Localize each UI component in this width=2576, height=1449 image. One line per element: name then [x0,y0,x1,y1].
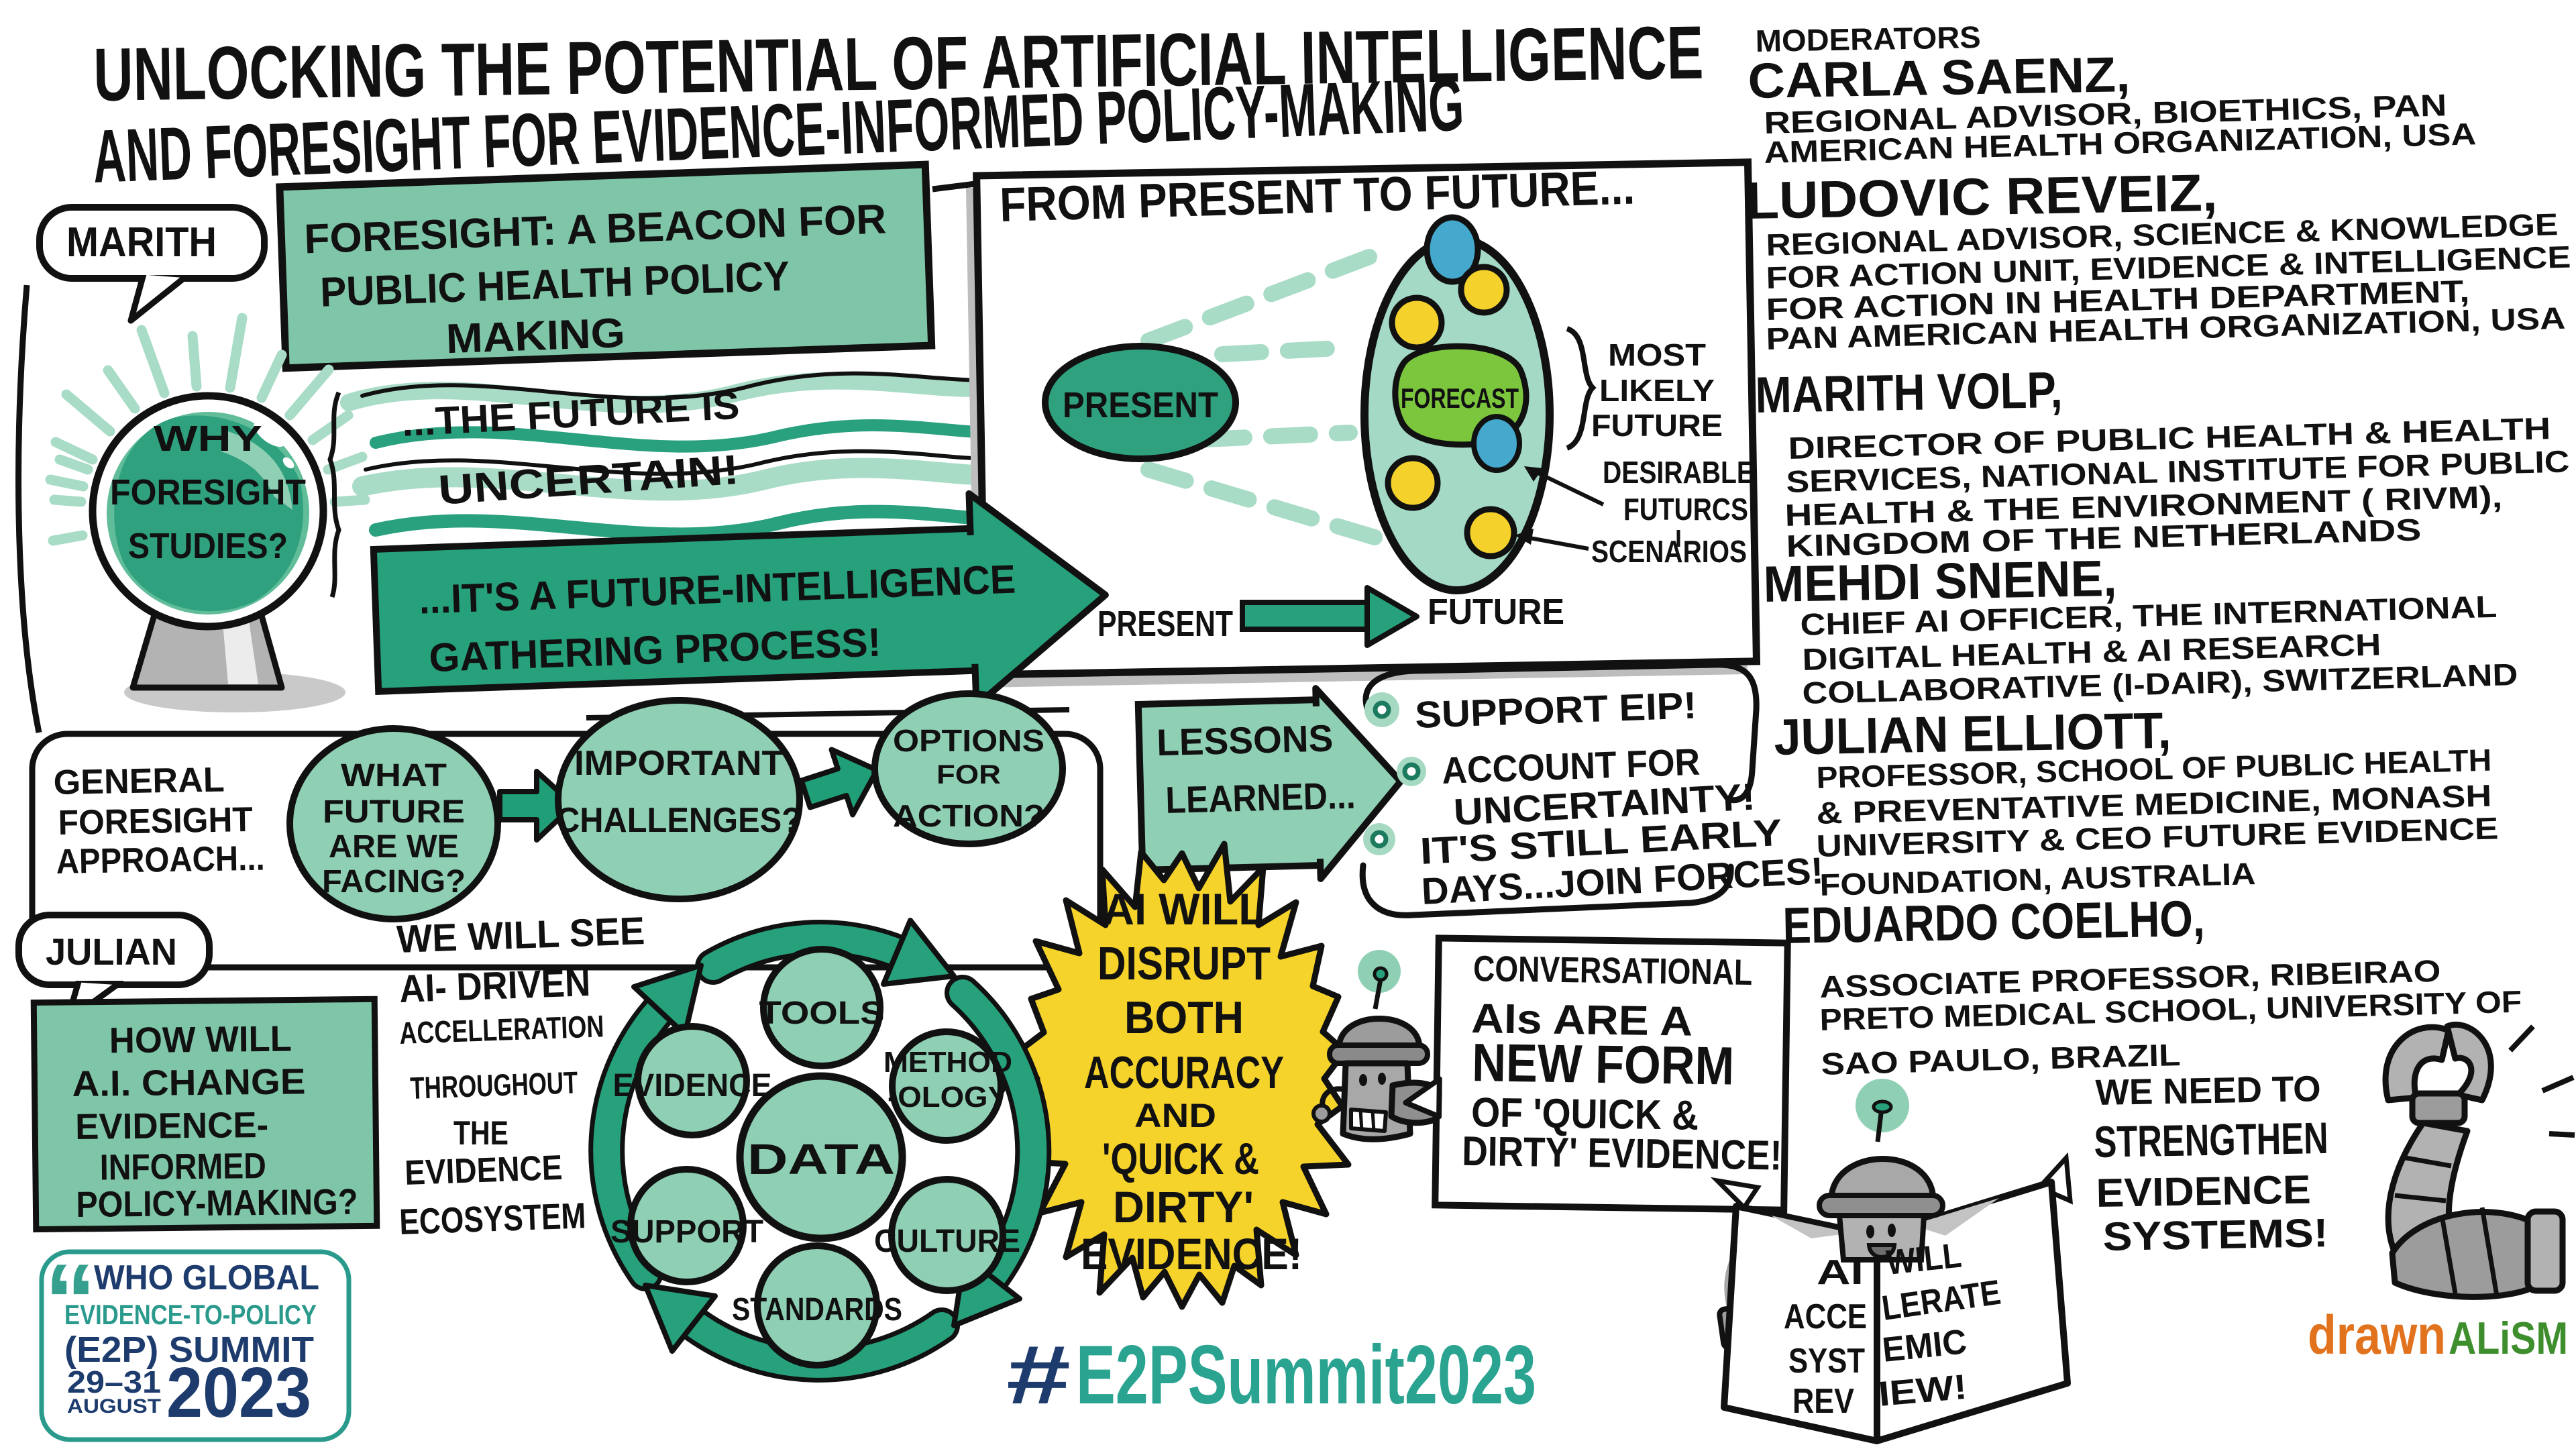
svg-text:MAKING: MAKING [445,310,626,362]
svg-text:ACCELLERATION: ACCELLERATION [399,1008,605,1051]
svg-text:ECOSYSTEM: ECOSYSTEM [398,1195,586,1242]
svg-text:SUPPORT: SUPPORT [610,1214,763,1250]
svg-text:FUTURCS: FUTURCS [1623,492,1748,527]
svg-text:DIRTY' EVIDENCE!: DIRTY' EVIDENCE! [1462,1128,1782,1179]
svg-text:EDUARDO COELHO,: EDUARDO COELHO, [1782,890,2205,955]
svg-text:AIs ARE A: AIs ARE A [1471,996,1693,1045]
svg-text:NEW FORM: NEW FORM [1472,1032,1735,1095]
svg-text:DESIRABLE: DESIRABLE [1603,455,1754,490]
svg-text:-OLOGY: -OLOGY [888,1081,1008,1114]
svg-text:GENERAL: GENERAL [53,761,225,802]
svg-text:EVIDENCE-: EVIDENCE- [75,1105,269,1147]
svg-text:ACCOUNT FOR: ACCOUNT FOR [1441,741,1701,792]
svg-text:FORESIGHT: FORESIGHT [110,472,306,513]
svg-text:AUGUST: AUGUST [67,1395,161,1417]
svg-text:BOTH: BOTH [1124,992,1244,1043]
svg-text:FUTURE: FUTURE [1591,408,1723,443]
svg-text:DATA: DATA [747,1135,895,1183]
svg-text:MODERATORS: MODERATORS [1755,19,1981,58]
svg-text:EVIDENCE: EVIDENCE [2096,1167,2311,1216]
svg-text:STRENGTHEN: STRENGTHEN [2094,1113,2328,1167]
svg-text:#: # [1006,1329,1071,1421]
svg-text:REV: REV [1792,1382,1854,1421]
svg-text:EVIDENCE: EVIDENCE [613,1068,772,1104]
svg-text:FUTURE: FUTURE [1428,592,1564,632]
svg-text:EVIDENCE-TO-POLICY: EVIDENCE-TO-POLICY [64,1299,317,1330]
svg-text:SUPPORT EIP!: SUPPORT EIP! [1414,684,1697,736]
svg-text:FORESIGHT: FORESIGHT [58,800,253,843]
svg-text:WHY: WHY [154,419,262,459]
svg-text:DIRTY': DIRTY' [1113,1182,1254,1232]
svg-text:LUDOVIC REVEIZ,: LUDOVIC REVEIZ, [1746,163,2218,230]
svg-text:METHOD: METHOD [883,1046,1012,1079]
svg-text:AI: AI [1817,1253,1864,1292]
svg-text:ARE WE: ARE WE [329,829,459,865]
svg-text:WILL: WILL [1884,1236,1963,1283]
svg-text:ALiSM: ALiSM [2449,1313,2568,1364]
svg-text:HOW WILL: HOW WILL [109,1019,292,1061]
svg-text:THE: THE [453,1114,508,1152]
svg-text:STANDARDS: STANDARDS [732,1292,902,1328]
svg-text:STUDIES?: STUDIES? [128,526,288,566]
svg-text:POLICY-MAKING?: POLICY-MAKING? [76,1182,358,1225]
svg-text:“: “ [44,1242,97,1358]
svg-text:LESSONS: LESSONS [1156,716,1334,763]
svg-text:FORECAST: FORECAST [1401,382,1519,414]
svg-text:A.I. CHANGE: A.I. CHANGE [72,1061,306,1104]
svg-text:THROUGHOUT: THROUGHOUT [410,1065,579,1106]
svg-text:MOST: MOST [1608,337,1706,372]
svg-text:OPTIONS: OPTIONS [893,723,1044,758]
svg-text:29–31: 29–31 [67,1364,161,1399]
svg-text:PRESENT: PRESENT [1097,604,1233,644]
svg-text:drawn: drawn [2308,1305,2446,1366]
svg-text:EVIDENCE!: EVIDENCE! [1081,1229,1302,1279]
svg-text:CONVERSATIONAL: CONVERSATIONAL [1473,949,1753,993]
svg-text:IMPORTANT: IMPORTANT [574,744,784,783]
svg-text:EVIDENCE: EVIDENCE [404,1148,563,1193]
svg-text:MARITH VOLP,: MARITH VOLP, [1755,362,2063,424]
svg-text:MEHDI SNENE,: MEHDI SNENE, [1763,550,2117,613]
svg-text:WHO GLOBAL: WHO GLOBAL [94,1258,319,1297]
svg-text:APPROACH...: APPROACH... [56,839,265,881]
svg-text:DISRUPT: DISRUPT [1097,937,1271,989]
svg-text:CARLA SAENZ,: CARLA SAENZ, [1748,46,2131,109]
svg-text:JULIAN ELLIOTT,: JULIAN ELLIOTT, [1774,702,2171,766]
svg-text:IEW!: IEW! [1877,1368,1969,1414]
svg-text:2023: 2023 [166,1353,311,1432]
svg-text:FOR: FOR [936,760,1001,790]
svg-text:SCENARIOS: SCENARIOS [1591,534,1747,569]
svg-text:MARITH: MARITH [66,219,217,266]
svg-text:AI- DRIVEN: AI- DRIVEN [398,961,591,1011]
svg-text:WE NEED TO: WE NEED TO [2095,1069,2321,1113]
svg-text:SYST: SYST [1788,1342,1865,1381]
svg-text:(E2P) SUMMIT: (E2P) SUMMIT [64,1330,314,1370]
svg-text:FUTURE: FUTURE [323,794,465,830]
svg-text:WHAT: WHAT [341,758,447,794]
svg-text:ACTION?: ACTION? [893,798,1044,833]
svg-text:LIKELY: LIKELY [1599,373,1715,408]
svg-text:CHALLENGES?: CHALLENGES? [556,801,802,840]
svg-text:CULTURE: CULTURE [874,1224,1020,1259]
svg-text:'QUICK &: 'QUICK & [1102,1134,1259,1183]
svg-text:ACCE: ACCE [1784,1297,1867,1336]
svg-text:OF 'QUICK &: OF 'QUICK & [1471,1089,1699,1139]
svg-text:TOOLS: TOOLS [759,996,885,1031]
svg-text:JULIAN: JULIAN [46,930,177,973]
svg-text:AND: AND [1134,1097,1216,1134]
svg-text:INFORMED: INFORMED [100,1146,267,1188]
svg-text:WE WILL SEE: WE WILL SEE [396,909,645,961]
svg-text:FACING?: FACING? [322,864,466,900]
svg-text:AI WILL: AI WILL [1103,884,1265,934]
svg-text:ACCURACY: ACCURACY [1084,1047,1284,1098]
svg-text:E2PSummit2023: E2PSummit2023 [1076,1329,1536,1421]
svg-text:PRESENT: PRESENT [1063,385,1218,425]
svg-text:SYSTEMS!: SYSTEMS! [2102,1210,2328,1259]
svg-text:LEARNED...: LEARNED... [1165,774,1356,821]
svg-text:EMIC: EMIC [1880,1322,1968,1370]
